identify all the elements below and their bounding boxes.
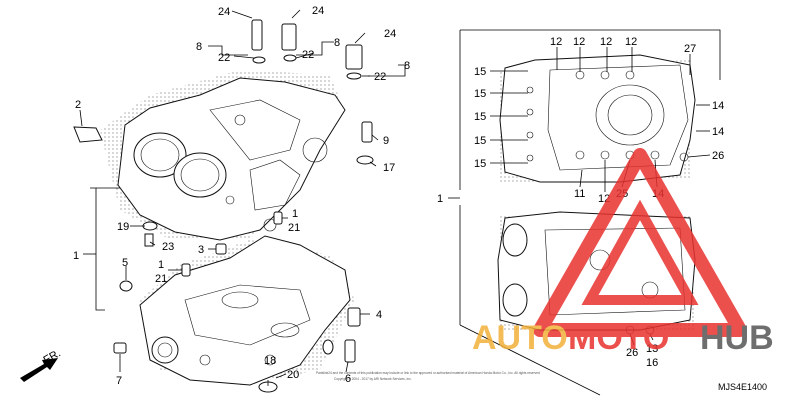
callout-21: 21 — [288, 222, 300, 234]
callout-15: 15 — [474, 135, 486, 147]
callout-11: 11 — [574, 188, 585, 200]
callout-2: 2 — [75, 99, 81, 111]
callout-1: 1 — [158, 259, 164, 271]
callout-15: 15 — [474, 158, 486, 170]
automotohub-watermark: AUTO MOTO HUB — [472, 148, 774, 357]
watermark-hub: HUB — [700, 319, 774, 357]
callout-23: 23 — [162, 241, 174, 253]
callout-14: 14 — [712, 126, 724, 138]
callout-22: 22 — [218, 52, 230, 64]
callout-1: 1 — [292, 208, 298, 220]
right-callouts: 12 12 12 12 27 15 15 15 15 15 14 14 26 1… — [474, 36, 724, 369]
callout-19: 19 — [117, 221, 129, 233]
callout-15: 15 — [474, 111, 486, 123]
callout-1: 1 — [73, 250, 79, 262]
callout-12: 12 — [550, 36, 562, 48]
front-arrow-label: FR. — [42, 347, 63, 366]
copyright-notice-2: Copyright © 2004 - 2017 by ARI Network S… — [334, 377, 412, 381]
front-arrow: FR. — [20, 347, 63, 382]
callout-17: 17 — [383, 162, 395, 174]
callout-12: 12 — [600, 36, 612, 48]
left-callouts: 24 24 24 8 22 8 22 24 8 22 2 9 17 1 19 2… — [73, 5, 410, 387]
callout-4: 4 — [376, 309, 382, 321]
lower-crankcase — [139, 235, 355, 386]
callout-8: 8 — [196, 41, 202, 53]
callout-14: 14 — [712, 100, 724, 112]
callout-21: 21 — [155, 273, 167, 285]
callout-24: 24 — [218, 6, 230, 18]
diagram-code: MJS4E1400 — [718, 382, 767, 392]
callout-22: 22 — [302, 49, 314, 61]
callout-7: 7 — [116, 375, 122, 387]
callout-24: 24 — [312, 5, 324, 17]
callout-6: 6 — [345, 373, 351, 385]
callout-3: 3 — [198, 244, 204, 256]
callout-24: 24 — [384, 28, 396, 40]
copyright-notice: Partslink24 and the contents of this pub… — [316, 371, 540, 375]
callout-5: 5 — [122, 257, 128, 269]
small-parts — [73, 19, 374, 393]
callout-8: 8 — [334, 37, 340, 49]
callout-8: 8 — [404, 60, 410, 72]
callout-20: 20 — [287, 369, 299, 381]
left-leader-lines — [79, 9, 406, 386]
right-leader-lines — [490, 47, 711, 346]
callout-9: 9 — [383, 135, 389, 147]
assembly-callout-1: 1 — [437, 193, 443, 205]
callout-27: 27 — [684, 43, 696, 55]
watermark-moto: MOTO — [568, 319, 669, 357]
callout-12: 12 — [625, 36, 637, 48]
callout-16: 16 — [646, 357, 658, 369]
callout-15: 15 — [474, 66, 486, 78]
callout-26: 26 — [626, 347, 638, 359]
upper-crankcase — [100, 70, 346, 241]
callout-26: 26 — [712, 150, 724, 162]
callout-13: 13 — [646, 343, 658, 355]
watermark-auto: AUTO — [472, 319, 568, 357]
callout-15: 15 — [474, 88, 486, 100]
callout-18: 18 — [264, 355, 276, 367]
callout-12: 12 — [573, 36, 585, 48]
callout-22: 22 — [374, 71, 386, 83]
